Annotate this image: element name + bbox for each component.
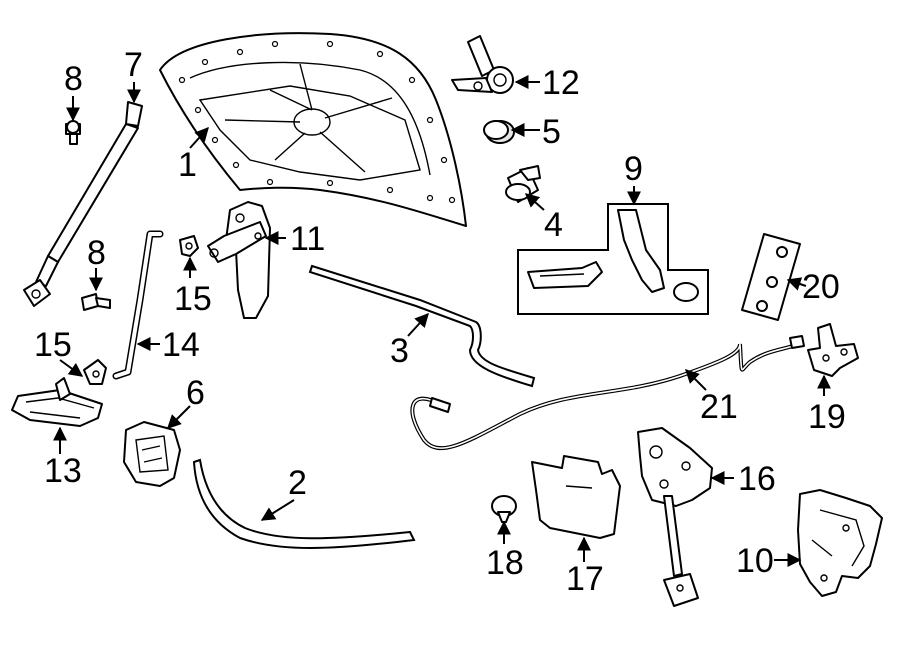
callout-3: 3: [390, 332, 409, 370]
callout-1: 1: [178, 146, 197, 184]
prop-rod-clip-upper: [179, 235, 199, 257]
callout-15-upper: 15: [174, 280, 212, 318]
callout-21: 21: [700, 388, 738, 426]
callout-5: 5: [542, 113, 561, 151]
hood-seal-front: [192, 458, 416, 549]
hood-panel: [159, 32, 467, 227]
callout-2: 2: [288, 464, 307, 502]
callout-4: 4: [544, 206, 563, 244]
hood-latch: [637, 427, 713, 607]
cable-clip: [451, 35, 514, 94]
latch-support: [797, 489, 883, 597]
lift-support-strut: [23, 101, 143, 307]
callout-13: 13: [44, 452, 82, 490]
hood-hinge: [207, 201, 271, 319]
latch-shield: [531, 455, 621, 539]
push-pin: [491, 495, 517, 523]
callout-9: 9: [624, 150, 643, 188]
bolt-lower: [81, 293, 111, 311]
support-bracket-kit: [517, 203, 709, 315]
callout-11: 11: [290, 220, 325, 258]
bumper-stop: [505, 165, 541, 203]
callout-14: 14: [162, 326, 200, 364]
fastener-kit: [741, 233, 801, 321]
callout-7: 7: [124, 46, 143, 84]
release-cable: [410, 335, 805, 451]
callout-8-lower: 8: [87, 234, 106, 272]
release-handle: [11, 377, 103, 427]
latch-bracket: [807, 323, 859, 377]
hood-seal-rear: [308, 264, 536, 388]
leader-lines: [53, 75, 831, 567]
hood-prop-rod: [112, 230, 164, 380]
callout-20: 20: [802, 268, 840, 306]
callout-17: 17: [566, 560, 604, 598]
callout-16: 16: [738, 460, 776, 498]
callout-labels: 1 2 3 4 5 6 7 8 8 9 10 11 12 13 14 15 15…: [34, 46, 846, 598]
callout-8-upper: 8: [64, 60, 83, 98]
callout-19: 19: [808, 398, 846, 436]
prop-rod-clip-lower: [83, 359, 107, 385]
hood-bumper: [123, 421, 181, 487]
plug: [483, 120, 515, 144]
callout-15-lower: 15: [34, 326, 72, 364]
callout-10: 10: [736, 542, 774, 580]
callout-12: 12: [542, 64, 580, 102]
callout-6: 6: [186, 374, 205, 412]
bolt-upper: [65, 120, 81, 145]
callout-18: 18: [486, 544, 524, 582]
